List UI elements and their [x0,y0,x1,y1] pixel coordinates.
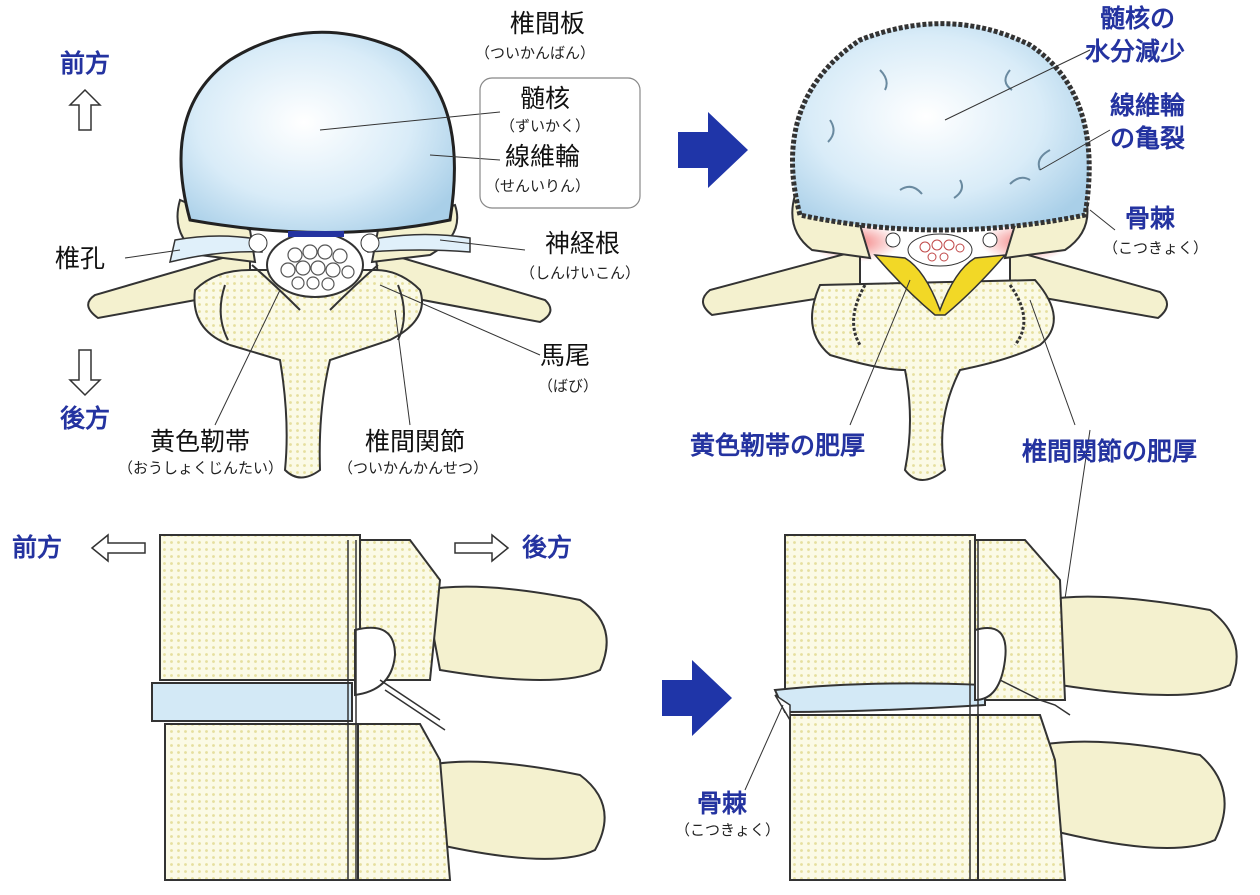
cauda-label: 馬尾 [540,342,590,370]
disc-reading: （ついかんばん） [475,45,595,62]
ligament-band-sagittal [380,680,445,730]
axial-degenerated-vertebra [703,24,1167,480]
nerve-root-label: 神経根 [545,230,620,258]
osteophyte-leader [745,705,783,790]
degenerated-disc [793,24,1090,230]
posterior-ligament-strip [288,231,344,237]
upper-spinous-process [425,587,607,680]
nucleus-reading: （ずいかく） [500,118,590,135]
lower-vertebral-body [165,724,358,880]
lower-spinous-process [430,762,605,859]
anterior-label-top: 前方 [60,50,110,78]
left-ganglion [886,233,900,247]
disc-label: 椎間板 [510,10,585,38]
left-ganglion [249,234,267,252]
sagittal-normal-spine [152,535,607,880]
nucleus-dehydration-label-2: 水分減少 [1085,38,1185,66]
posterior-right-arrow-icon [455,535,508,561]
upper-vertebral-body [160,535,360,680]
progression-arrow-top-icon [678,112,748,188]
lower-posterior-elements [358,724,450,880]
facet-joint-sagittal [355,628,395,695]
anterior-label-bottom: 前方 [12,534,62,562]
cauda-reading: （ばび） [538,378,598,395]
annulus-reading: （せんいりん） [485,178,590,195]
ligament-thickening-label: 黄色靭帯の肥厚 [690,432,865,460]
axial-normal-vertebra [88,32,550,477]
anterior-up-arrow-icon [70,90,100,130]
intervertebral-disc [181,32,454,232]
posterior-label-bottom: 後方 [522,534,572,562]
annulus-label: 線維輪 [505,143,580,171]
facet-reading: （ついかんかんせつ） [338,460,488,477]
progression-arrow-bottom-icon [662,660,732,736]
osteophyte-reading-top: （こつきょく） [1103,240,1208,257]
osteophyte-reading-bottom: （こつきょく） [675,822,780,839]
right-nerve-root [368,234,470,252]
nerve-root-reading: （しんけいこん） [520,265,640,282]
osteophyte-label-top: 骨棘 [1125,205,1175,233]
sagittal-degenerated-spine [775,535,1237,880]
degenerated-disc-sagittal [775,683,985,712]
posterior-label-top: 後方 [60,405,110,433]
ligament-reading: （おうしょくじんたい） [118,460,283,477]
nucleus-dehydration-label-1: 髄核の [1100,5,1175,33]
lower-spinous-process [1040,742,1225,848]
ligament-label: 黄色靭帯 [150,428,250,456]
right-ganglion [983,233,997,247]
foramen-label: 椎孔 [55,245,105,273]
lower-vertebral-body [790,715,978,880]
facet-thickening-label: 椎間関節の肥厚 [1022,438,1197,466]
annulus-tear-label-1: 線維輪 [1110,92,1185,120]
nucleus-label: 髄核 [520,85,570,113]
normal-disc-sagittal [152,683,352,721]
osteophyte-label-bottom: 骨棘 [697,790,747,818]
posterior-down-arrow-icon [70,350,100,395]
right-ganglion [361,234,379,252]
facet-label: 椎間関節 [365,428,465,456]
upper-spinous-process [1045,597,1237,695]
lower-posterior-elements [978,715,1065,880]
upper-vertebral-body [785,535,975,690]
annulus-tear-label-2: の亀裂 [1110,125,1185,153]
anterior-left-arrow-icon [92,535,145,561]
